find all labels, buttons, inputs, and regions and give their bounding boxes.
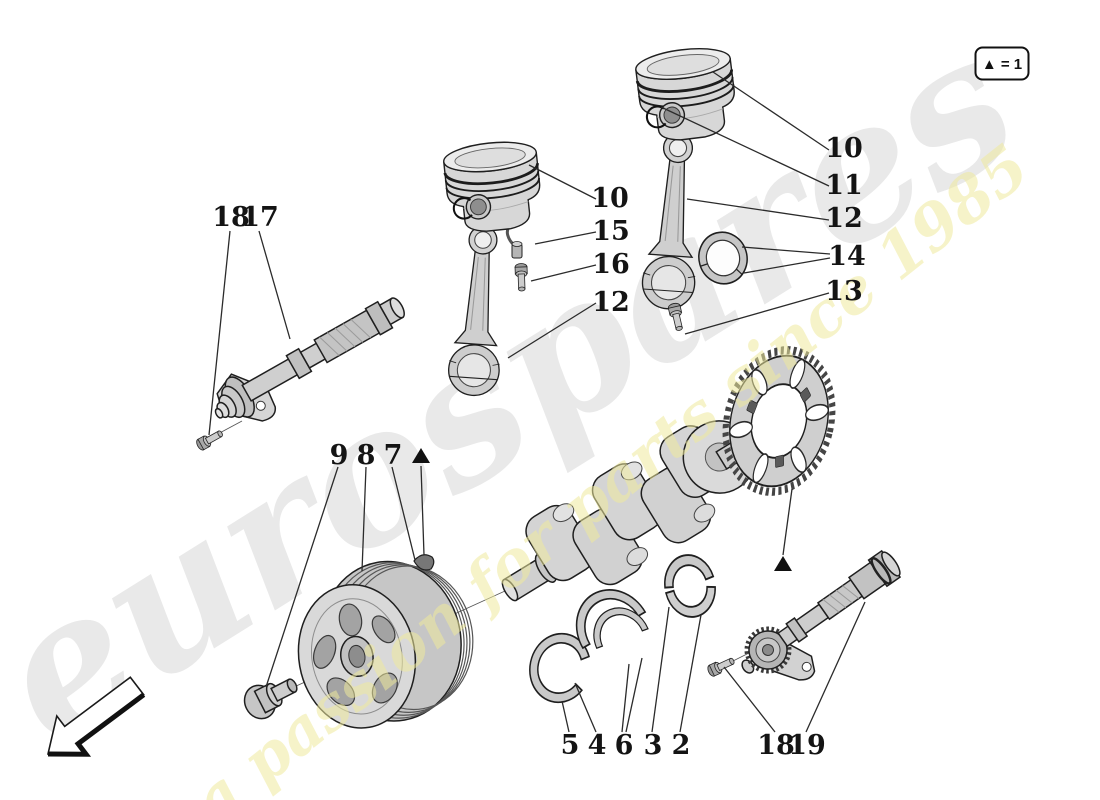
main-bearing-shells [664,554,716,618]
callout-pulley-hub-bolt[interactable]: 9 [330,440,349,471]
legend-label: ▲ = 1 [982,56,1022,73]
leader-5 [561,700,570,733]
callout-conrod-right[interactable]: 12 [825,203,863,234]
callout-main-bearing-upper[interactable]: 3 [644,730,663,761]
callout-front-shaft-bolt[interactable]: 18 [212,202,250,233]
leader-6b [625,657,643,733]
callout-front-balance-shaft[interactable]: 17 [241,202,279,233]
triangle-marker-key [412,448,430,463]
callout-rear-balance-shaft[interactable]: 19 [788,730,826,761]
callout-rear-shaft-bolt[interactable]: 18 [757,730,795,761]
leader-lines [208,71,866,733]
leader-10-mid [528,164,597,200]
leader-19 [805,601,866,733]
leader-7 [391,466,416,561]
leader-6a [621,663,630,733]
callout-main-bearing-lower[interactable]: 2 [672,730,691,761]
rod-bearing-shell [698,231,748,285]
callout-piston-mid[interactable]: 10 [591,183,629,214]
callout-jet-bolt[interactable]: 16 [592,249,630,280]
leader-11 [660,106,830,187]
callout-woodruff-key[interactable]: 7 [384,440,403,471]
legend: ▲ = 1 [974,46,1030,81]
leader-12-mid [507,302,597,359]
legend-box [974,46,1030,81]
leader-triangle-gear [782,488,793,556]
leader-10-top [712,71,830,151]
rear-shaft-bolt [705,654,737,678]
leader-17 [258,230,291,340]
thrust-ring [529,632,590,704]
woodruff-key [413,554,435,571]
callout-rod-bearing[interactable]: 14 [828,241,866,272]
watermark-brand: eurospares [0,0,1051,788]
leader-9 [265,466,339,688]
triangle-marker-gear [774,556,792,571]
front-balance-shaft [214,297,405,422]
callout-pulley[interactable]: 8 [357,440,376,471]
leader-15 [534,231,597,245]
leader-14a [741,246,831,255]
callout-main-bearing-pair[interactable]: 6 [615,730,634,761]
direction-arrow-shadow [47,692,146,757]
callout-thrust-ring[interactable]: 5 [561,730,580,761]
leader-8 [361,466,367,572]
callouts: 10 11 12 14 13 10 15 16 12 18 17 9 8 7 5… [212,133,866,761]
leader-4 [574,682,597,733]
callout-piston-pin[interactable]: 11 [825,170,863,201]
leader-18-rear [723,666,776,733]
tone-wheel [722,346,836,496]
leader-14b [743,257,831,274]
crankshaft-pulley [297,560,474,729]
callout-thrust-washer[interactable]: 4 [588,730,607,761]
callout-oil-jet[interactable]: 15 [592,216,630,247]
callout-conrod-left[interactable]: 12 [592,287,630,318]
leader-18-front [208,230,231,436]
pulley-hub-bolt [243,678,298,720]
leader-triangle-key [420,465,425,556]
leader-13 [684,292,830,335]
callout-rod-bolt[interactable]: 13 [825,276,863,307]
direction-arrow[interactable] [46,676,146,757]
crankshaft [501,420,757,602]
leader-2 [679,614,702,733]
callout-piston-top[interactable]: 10 [825,133,863,164]
piston-mid [440,136,546,237]
leader-3 [651,606,670,733]
leader-12-right [686,198,830,221]
rear-balance-shaft [741,549,902,681]
leader-16 [530,264,597,282]
